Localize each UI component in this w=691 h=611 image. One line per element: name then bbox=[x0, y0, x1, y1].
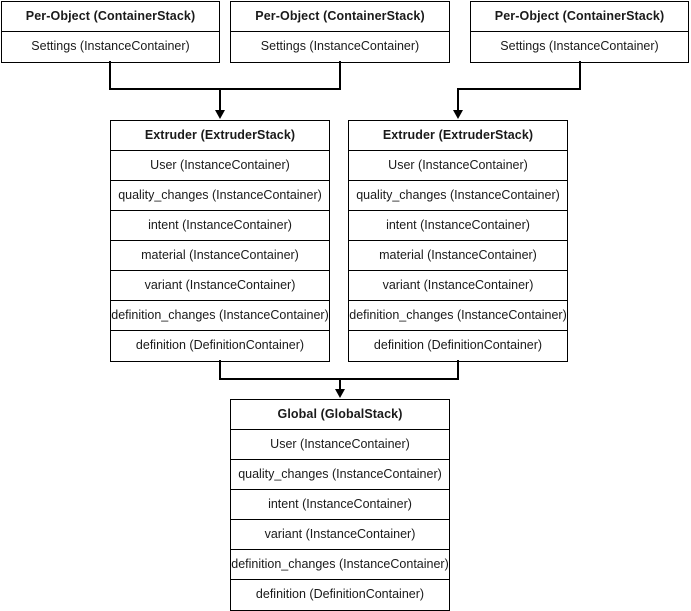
extruder-stack-1-row-material: material (InstanceContainer) bbox=[111, 241, 329, 271]
connector-po3-bar bbox=[457, 88, 581, 90]
global-stack[interactable]: Global (GlobalStack) User (InstanceConta… bbox=[230, 399, 450, 611]
global-stack-row-variant: variant (InstanceContainer) bbox=[231, 520, 449, 550]
connector-extruder2-drop bbox=[457, 360, 459, 379]
arrowhead-to-extruder-1 bbox=[215, 110, 225, 119]
per-object-stack-2-row-settings: Settings (InstanceContainer) bbox=[260, 39, 420, 53]
extruder-stack-2-row-definition: definition (DefinitionContainer) bbox=[373, 338, 543, 352]
global-stack-row-user: User (InstanceContainer) bbox=[231, 430, 449, 460]
connector-extruder1-stem bbox=[219, 88, 221, 111]
extruder-stack-2-row-quality-changes: quality_changes (InstanceContainer) bbox=[349, 181, 567, 211]
extruder-stack-1-header: Extruder (ExtruderStack) bbox=[111, 121, 329, 151]
extruder-stack-2-header: Extruder (ExtruderStack) bbox=[349, 121, 567, 151]
connector-po2-drop bbox=[339, 61, 341, 89]
extruder-stack-1-row-quality-changes: quality_changes (InstanceContainer) bbox=[111, 181, 329, 211]
connector-po3-drop bbox=[579, 61, 581, 89]
connector-extruder1-drop bbox=[219, 360, 221, 379]
connector-global-stem bbox=[339, 378, 341, 391]
extruder-stack-1-row-definition-changes: definition_changes (InstanceContainer) bbox=[111, 301, 329, 331]
extruder-stack-2[interactable]: Extruder (ExtruderStack) User (InstanceC… bbox=[348, 120, 568, 362]
global-stack-row-quality-changes: quality_changes (InstanceContainer) bbox=[231, 460, 449, 490]
extruder-stack-1-row-definition: definition (DefinitionContainer) bbox=[135, 338, 305, 352]
extruder-stack-1[interactable]: Extruder (ExtruderStack) User (InstanceC… bbox=[110, 120, 330, 362]
per-object-stack-3-row-settings: Settings (InstanceContainer) bbox=[500, 39, 659, 53]
arrowhead-to-extruder-2 bbox=[453, 110, 463, 119]
global-stack-row-definition-changes: definition_changes (InstanceContainer) bbox=[231, 550, 449, 580]
extruder-stack-1-row-variant: variant (InstanceContainer) bbox=[111, 271, 329, 301]
per-object-stack-1-header: Per-Object (ContainerStack) bbox=[2, 2, 219, 32]
per-object-stack-3[interactable]: Per-Object (ContainerStack) Settings (In… bbox=[470, 1, 689, 63]
extruder-stack-2-row-intent: intent (InstanceContainer) bbox=[349, 211, 567, 241]
connector-extruder2-stem bbox=[457, 88, 459, 111]
per-object-stack-1-row-settings: Settings (InstanceContainer) bbox=[31, 39, 190, 53]
extruder-stack-2-row-user: User (InstanceContainer) bbox=[349, 151, 567, 181]
arrowhead-to-global bbox=[335, 389, 345, 398]
global-stack-row-intent: intent (InstanceContainer) bbox=[231, 490, 449, 520]
extruder-stack-1-row-intent: intent (InstanceContainer) bbox=[111, 211, 329, 241]
per-object-stack-1[interactable]: Per-Object (ContainerStack) Settings (In… bbox=[1, 1, 220, 63]
global-stack-row-definition: definition (DefinitionContainer) bbox=[255, 587, 425, 601]
global-stack-header: Global (GlobalStack) bbox=[231, 400, 449, 430]
per-object-stack-3-header: Per-Object (ContainerStack) bbox=[471, 2, 688, 32]
connector-po12-bar bbox=[109, 88, 341, 90]
extruder-stack-2-row-variant: variant (InstanceContainer) bbox=[349, 271, 567, 301]
extruder-stack-2-row-material: material (InstanceContainer) bbox=[349, 241, 567, 271]
per-object-stack-2-header: Per-Object (ContainerStack) bbox=[231, 2, 449, 32]
per-object-stack-2[interactable]: Per-Object (ContainerStack) Settings (In… bbox=[230, 1, 450, 63]
extruder-stack-1-row-user: User (InstanceContainer) bbox=[111, 151, 329, 181]
connector-po1-drop bbox=[109, 61, 111, 89]
extruder-stack-2-row-definition-changes: definition_changes (InstanceContainer) bbox=[349, 301, 567, 331]
